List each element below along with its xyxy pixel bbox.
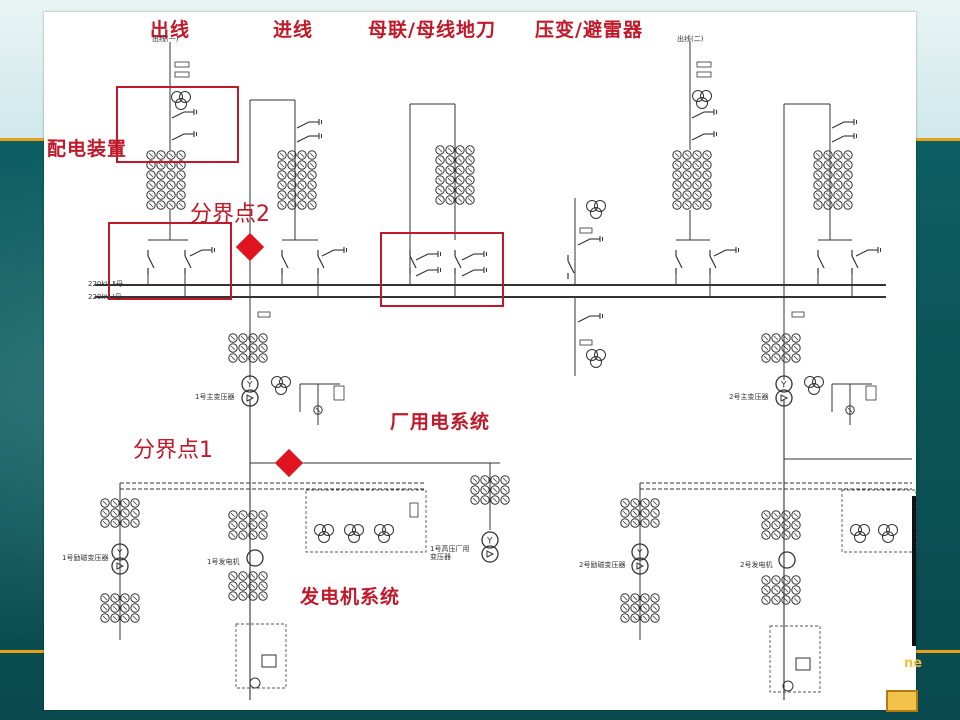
- highlight-box-disconnectors: [108, 222, 232, 300]
- label-station-service-system: 厂用电系统: [390, 411, 491, 433]
- text-excitation-transformer-2: 2号励磁变压器: [579, 561, 626, 569]
- header-pt-arrester: 压变/避雷器: [535, 19, 643, 41]
- text-bus-2: 220kV Ⅱ母: [88, 280, 123, 288]
- label-generator-system: 发电机系统: [300, 586, 401, 608]
- nav-tag: ne: [904, 656, 923, 671]
- highlight-box-bus-coupler: [380, 232, 504, 307]
- label-distribution-device: 配电装置: [47, 138, 128, 160]
- slide-nav-button[interactable]: [886, 690, 918, 712]
- text-outgoing-1: 出线(一): [152, 35, 179, 43]
- text-excitation-transformer-1: 1号励磁变压器: [62, 554, 109, 562]
- label-boundary-point-2: 分界点2: [190, 202, 270, 227]
- header-bus-coupler: 母联/母线地刀: [368, 19, 496, 41]
- header-incoming: 进线: [273, 19, 314, 41]
- header-outgoing: 出线: [150, 19, 191, 41]
- text-hv-station-transformer-1: 1号高压厂用变压器: [430, 545, 470, 561]
- text-outgoing-2: 出线(二): [677, 35, 704, 43]
- boundary-marker-1: [274, 448, 304, 478]
- diagram-panel: [44, 12, 916, 710]
- panel-edge-mark: [912, 496, 916, 646]
- boundary-marker-2: [235, 232, 265, 262]
- text-bus-1: 220kV Ⅰ母: [88, 293, 122, 301]
- text-generator-1: 1号发电机: [207, 558, 240, 566]
- text-main-transformer-2: 2号主变压器: [729, 393, 769, 401]
- label-boundary-point-1: 分界点1: [133, 438, 213, 463]
- text-main-transformer-1: 1号主变压器: [195, 393, 235, 401]
- highlight-box-outgoing: [116, 86, 239, 163]
- text-generator-2: 2号发电机: [740, 561, 773, 569]
